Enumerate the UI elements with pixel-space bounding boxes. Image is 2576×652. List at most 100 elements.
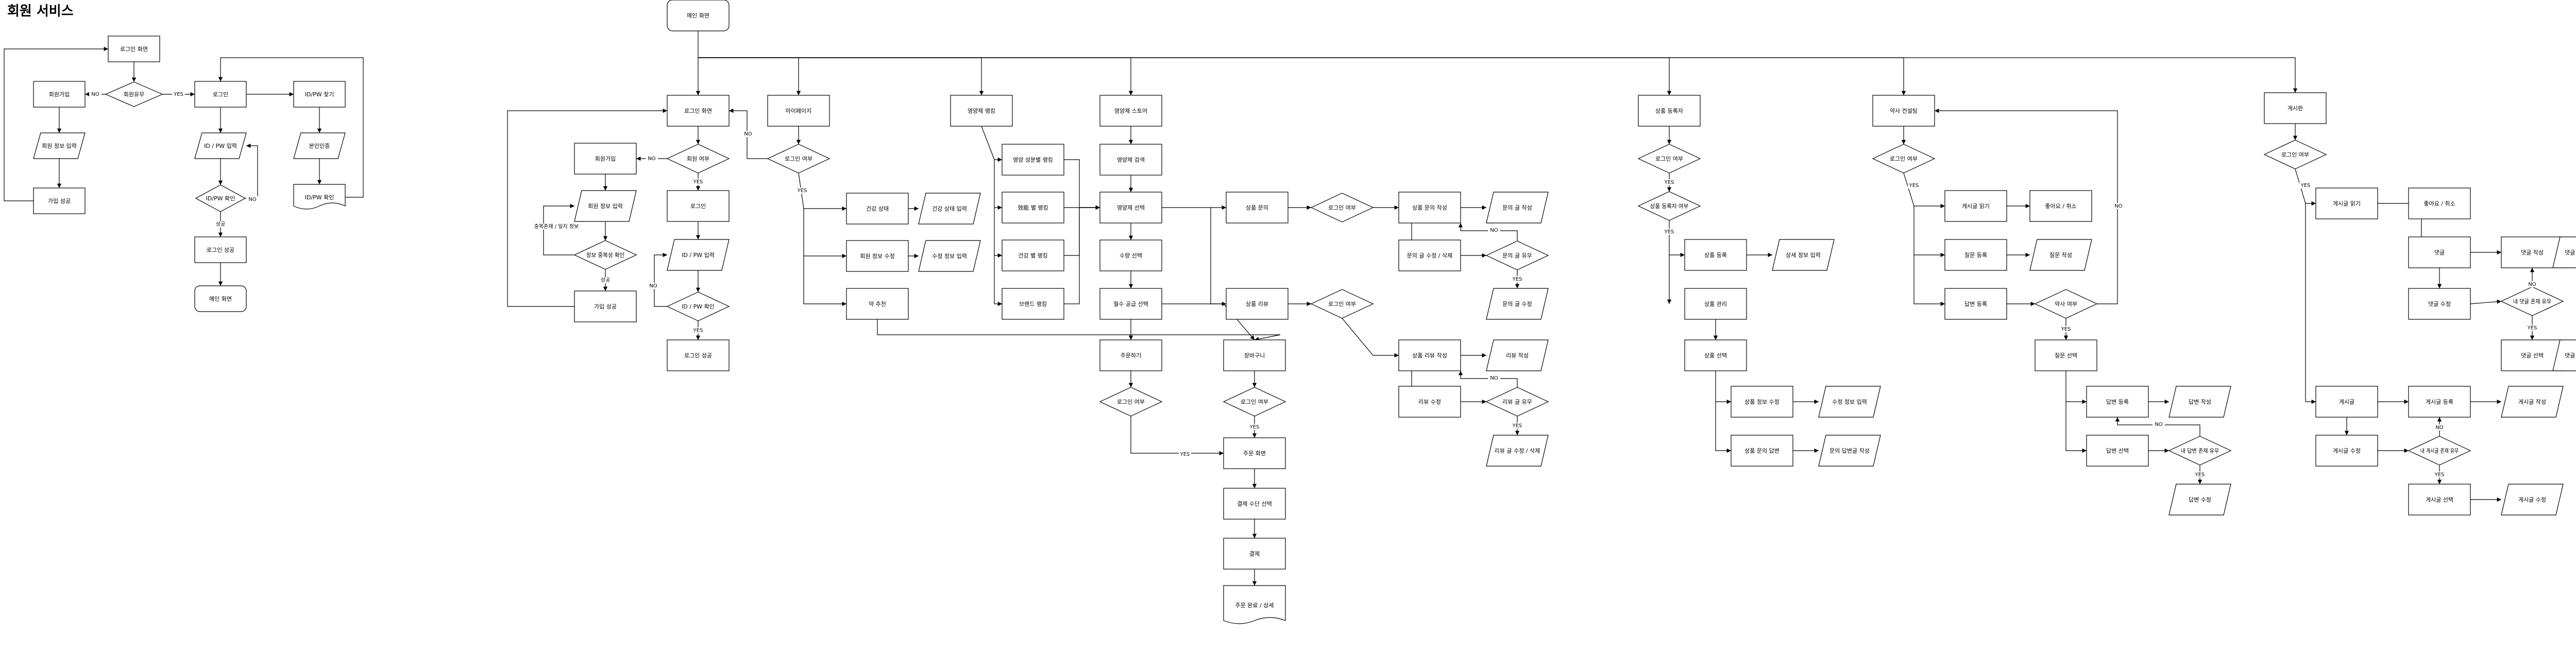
node-label: 메인 화면 — [209, 296, 232, 302]
flow-arrow — [507, 108, 667, 307]
flow-arrow — [4, 46, 108, 201]
flow-arrow — [994, 255, 1002, 306]
node-b-cmt: 댓글 — [2408, 236, 2471, 268]
node-label: 로그인 여부 — [1328, 204, 1356, 211]
node-p-qna: 상품 문의 — [1226, 192, 1289, 224]
document-shape — [1223, 585, 1286, 624]
flow-arrow — [994, 160, 1002, 210]
node-label: 수정 정보 입력 — [932, 253, 967, 260]
node-b-cmt-pick: 댓글 선택 — [2501, 339, 2564, 371]
edge-label: YES — [2195, 472, 2205, 478]
io-shape — [2501, 386, 2564, 418]
node-s-edit-o: 수정 정보 입력 — [1818, 386, 1881, 418]
io-shape — [2552, 236, 2576, 268]
process-shape — [194, 236, 247, 263]
edge-label: YES — [1180, 452, 1190, 457]
flow-arrow — [1913, 206, 1945, 258]
process-shape — [194, 81, 247, 108]
process-shape — [33, 81, 86, 108]
node-label: 마이페이지 — [786, 108, 812, 114]
process-shape — [1944, 239, 2007, 271]
edge-label-bg — [2433, 471, 2446, 478]
node-store: 영양제 스토어 — [1099, 95, 1162, 127]
node-label: ID/PW 찾기 — [305, 91, 334, 98]
edge-label: YES — [1664, 229, 1674, 235]
process-shape — [1099, 192, 1162, 224]
node-label: 회원 여부 — [687, 156, 709, 162]
process-shape — [1226, 192, 1289, 224]
decision-shape — [666, 291, 730, 321]
node-label: 문의 답변글 작성 — [1829, 448, 1870, 454]
node-q-ans-pick: 답변 선택 — [2086, 435, 2149, 467]
node-q-ask-o: 질문 작성 — [2029, 239, 2092, 271]
edge-label-bg — [89, 91, 101, 97]
process-shape — [1099, 144, 1162, 176]
edge-label-bg — [1663, 179, 1675, 185]
node-m-info-input: 회원 정보 입력 — [574, 190, 637, 222]
edge-label: YES — [1512, 423, 1522, 429]
edge-label: NO — [248, 197, 256, 202]
edge-label-bg — [172, 91, 185, 97]
node-label: 게시글 읽기 — [1962, 203, 1990, 210]
node-p-rev-edit-o: 리뷰 글 수정 / 삭제 — [1486, 435, 1549, 467]
node-b-cmt-add: 댓글 작성 — [2501, 236, 2564, 268]
flow-arrow — [698, 57, 801, 95]
process-shape — [1223, 437, 1286, 469]
process-shape — [574, 143, 637, 175]
node-p-qna-edit-o: 문의 글 수정 — [1486, 288, 1549, 320]
node-q-ans-add: 답변 등록 — [2086, 386, 2149, 418]
node-m-login-screen: 로그인 화면 — [667, 95, 730, 127]
node-label: 수정 정보 입력 — [1832, 399, 1867, 405]
node-b-cmt-own: 내 댓글 존재 유무 — [2500, 286, 2564, 316]
node-label: 월수 공급 선택 — [1113, 301, 1148, 307]
node-q-ask: 질문 등록 — [1944, 239, 2007, 271]
node-label: 로그인 성공 — [684, 352, 712, 359]
node-label: 로그인 여부 — [1890, 156, 1918, 162]
node-p-qna-own: 문의 글 유무 — [1485, 241, 1549, 270]
node-label: 상품 문의 — [1246, 204, 1268, 211]
node-qty: 수량 선택 — [1099, 239, 1162, 271]
node-label: 문의 글 수정 — [1502, 301, 1532, 307]
node-q-login: 로그인 여부 — [1872, 144, 1936, 174]
node-my-page: 마이페이지 — [767, 95, 830, 127]
decision-shape — [666, 144, 730, 174]
edge-label-bg — [1248, 424, 1261, 430]
node-label: 건강 상태 — [866, 205, 889, 212]
decision-shape — [1485, 241, 1549, 270]
process-shape — [1872, 95, 1935, 127]
node-label: 건강 별 랭킹 — [1018, 252, 1048, 259]
node-label: 상품 등록자 여부 — [1650, 203, 1688, 210]
node-label: 로그인 여부 — [2281, 151, 2309, 158]
node-b-cmt-edit-o: 댓글 수정 — [2552, 339, 2576, 371]
node-b-cmt-add-o: 댓글 작성 — [2552, 236, 2576, 268]
node-label: 질문 작성 — [2049, 252, 2072, 259]
edge-label-bg — [647, 283, 659, 289]
node-label: 수량 선택 — [1120, 252, 1142, 259]
flow-arrow — [1064, 159, 1100, 210]
node-label: 로그인 — [690, 203, 706, 210]
node-label: 상품 정보 수정 — [1744, 399, 1780, 405]
node-label: 영양제 검색 — [1117, 157, 1145, 163]
decision-shape — [573, 240, 637, 270]
io-shape — [574, 190, 637, 222]
process-shape — [1002, 144, 1064, 176]
decision-shape — [1310, 193, 1374, 222]
node-s-add-o: 상세 정보 입력 — [1772, 239, 1835, 271]
edge-label: YES — [693, 179, 703, 185]
node-label: 영양제 스토어 — [1114, 108, 1147, 114]
flow-arrow — [1064, 205, 1100, 256]
edge-label: NO — [648, 156, 655, 162]
node-label: 문의 글 유무 — [1502, 252, 1532, 259]
node-s-ans: 상품 문의 답변 — [1731, 435, 1793, 467]
process-shape — [1002, 239, 1064, 271]
node-q-consult: 약사 컨설팅 — [1872, 95, 1935, 127]
process-shape — [194, 285, 247, 312]
process-shape — [767, 95, 830, 127]
io-shape — [918, 240, 981, 272]
node-order-done: 주문 완료 / 상세 — [1223, 585, 1286, 624]
node-label: 가입 성공 — [48, 198, 71, 204]
edge-label: YES — [173, 92, 183, 97]
node-cat-ing: 영양 성분별 랭킹 — [1002, 144, 1064, 176]
node-b-read: 게시글 읽기 — [2315, 187, 2378, 219]
